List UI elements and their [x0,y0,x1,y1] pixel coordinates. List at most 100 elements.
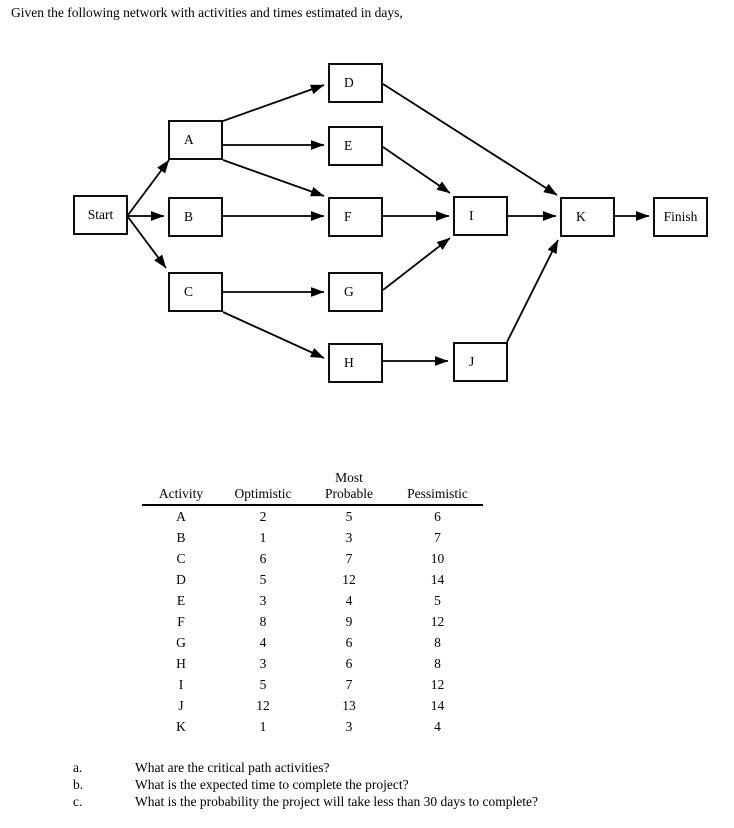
cell-activity: J [178,697,184,713]
node-j-label: J [469,354,475,369]
cell-optimistic: 1 [259,718,267,734]
table-header-rule [142,504,483,506]
cell-most-probable: 7 [345,676,353,692]
table-row: D 5 12 14 [142,569,483,590]
node-c: C [168,272,223,312]
node-start: Start [73,195,128,235]
cell-most-probable: 3 [345,529,353,545]
node-finish-label: Finish [663,209,698,224]
edge-d-to-k [382,83,558,196]
table-superheader-row: Most [142,470,483,485]
cell-most-probable: 6 [345,634,353,650]
superheader-most: Most [335,470,363,485]
cell-pessimistic: 14 [430,697,445,713]
cell-most-probable: 12 [342,571,356,587]
edge-a-to-d [222,84,325,122]
column-header-optimistic: Optimistic [234,486,292,501]
table-row: G 4 6 8 [142,632,483,653]
node-i: I [453,196,508,236]
edge-a-to-f [222,159,325,197]
node-d-label: D [344,75,354,90]
cell-activity: F [177,613,185,629]
column-header-activity: Activity [158,486,204,501]
table-header-row: Activity Optimistic Probable Pessimistic [142,485,483,503]
cell-most-probable: 6 [345,655,353,671]
node-start-label: Start [87,207,114,222]
cell-most-probable: 5 [345,508,353,524]
cell-optimistic: 3 [259,592,267,608]
question-line: b. What is the expected time to complete … [73,777,538,794]
cell-optimistic: 2 [259,508,267,524]
cell-activity: H [176,655,186,671]
cell-optimistic: 12 [256,697,270,713]
cell-most-probable: 4 [345,592,353,608]
cell-pessimistic: 8 [434,634,441,650]
node-a-label: A [184,132,194,147]
node-g: G [328,272,383,312]
cell-optimistic: 3 [259,655,267,671]
cell-pessimistic: 5 [434,592,441,608]
question-letter: b. [73,776,84,792]
cell-activity: B [176,529,186,545]
cell-optimistic: 1 [259,529,267,545]
question-line: c. What is the probability the project wi… [73,794,538,811]
question-line: a. What are the critical path activities? [73,760,538,777]
cell-pessimistic: 12 [430,613,445,629]
question-text: What is the expected time to complete th… [135,776,409,792]
node-e-label: E [344,138,353,153]
cell-optimistic: 5 [259,571,267,587]
cell-activity: C [176,550,186,566]
cell-activity: I [178,676,184,692]
question-letter: a. [73,760,83,775]
cell-most-probable: 7 [345,550,353,566]
question-letter: c. [73,793,83,809]
node-k: K [560,197,615,237]
edge-start-to-a [127,159,170,216]
table-row: B 1 3 7 [142,527,483,548]
node-d: D [328,63,383,103]
question-list: a. What are the critical path activities?… [73,760,538,810]
cell-pessimistic: 7 [434,529,441,545]
node-e: E [328,126,383,166]
node-finish: Finish [653,197,708,237]
edge-j-to-k [506,239,559,343]
cell-activity: G [176,634,186,650]
node-c-label: C [184,284,194,299]
table-row: E 3 4 5 [142,590,483,611]
cell-activity: E [176,592,186,608]
node-b: B [168,197,223,237]
cell-pessimistic: 14 [430,571,445,587]
node-j: J [453,342,508,382]
question-text: What is the probability the project will… [135,793,539,809]
node-f-label: F [344,209,352,224]
edge-g-to-i [382,237,451,291]
node-a: A [168,120,223,160]
cell-optimistic: 5 [259,676,267,692]
edge-c-to-h [222,311,325,359]
edge-start-to-c [127,216,167,269]
question-text: What are the critical path activities? [135,760,330,775]
cell-activity: A [176,508,186,524]
node-i-label: I [469,208,474,223]
cell-pessimistic: 8 [434,655,441,671]
node-b-label: B [184,209,194,224]
cell-optimistic: 6 [259,550,267,566]
node-g-label: G [344,284,354,299]
cell-most-probable: 13 [342,697,356,713]
node-h: H [328,343,383,383]
page-title: Given the following network with activit… [11,5,403,20]
cell-optimistic: 8 [259,613,267,629]
column-header-probable: Probable [325,486,373,501]
cell-optimistic: 4 [259,634,267,650]
column-header-pessimistic: Pessimistic [407,486,468,501]
edge-e-to-i [382,146,451,194]
network-diagram: Start A B C D E F G H I J K Finish [73,63,708,383]
cell-activity: K [176,718,186,734]
node-k-label: K [576,209,586,224]
cell-activity: D [176,571,186,587]
